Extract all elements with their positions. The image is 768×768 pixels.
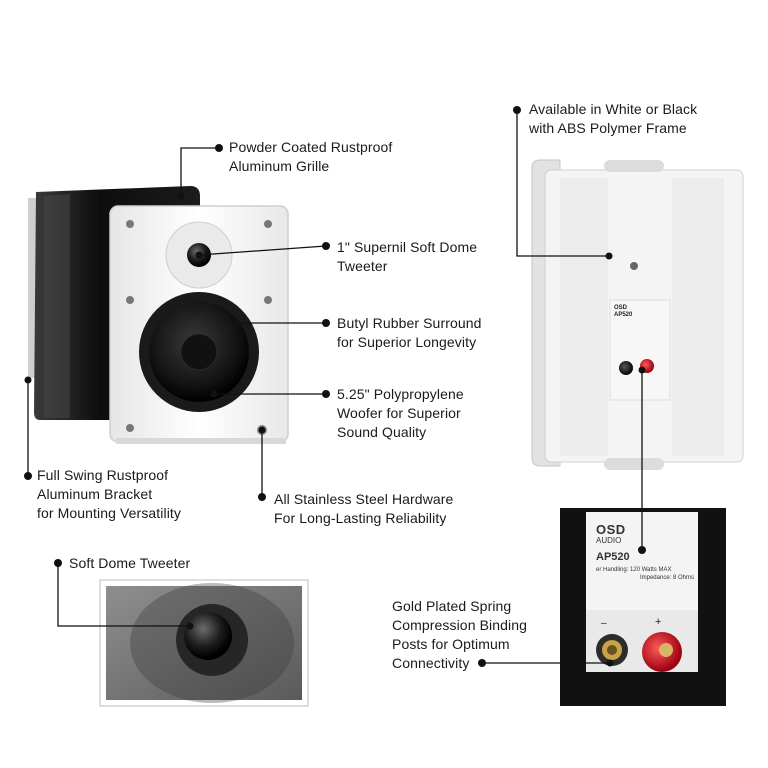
callout-hardware-line2: For Long-Lasting Reliability bbox=[274, 510, 447, 526]
leader-dots bbox=[24, 106, 646, 667]
callout-colors-line2: with ABS Polymer Frame bbox=[529, 120, 687, 136]
callout-bracket-line2: Aluminum Bracket bbox=[37, 486, 153, 502]
callout-soft-dome: Soft Dome Tweeter bbox=[69, 554, 190, 573]
rear-model: AP520 bbox=[614, 312, 633, 318]
closeup-label: OSD AUDIO AP520 er Handling: 120 Watts M… bbox=[596, 523, 694, 582]
callout-woofer: 5.25" Polypropylene Woofer for Superior … bbox=[337, 385, 464, 442]
closeup-spec-1: er Handling: 120 Watts MAX bbox=[596, 567, 672, 573]
callout-binding: Gold Plated Spring Compression Binding P… bbox=[392, 597, 527, 673]
callout-grille-line2: Aluminum Grille bbox=[229, 158, 330, 174]
black-speaker bbox=[28, 186, 200, 420]
callout-tweeter: 1" Supernil Soft Dome Tweeter bbox=[337, 238, 477, 276]
tweeter-closeup bbox=[99, 579, 309, 707]
rear-panel-label: OSD AP520 bbox=[614, 305, 666, 319]
callout-hardware: All Stainless Steel Hardware For Long-La… bbox=[274, 490, 453, 528]
white-speaker-front bbox=[109, 205, 289, 444]
plus-mark: + bbox=[655, 616, 662, 628]
callout-colors-line1: Available in White or Black bbox=[529, 101, 698, 117]
callout-binding-line2: Compression Binding bbox=[392, 617, 527, 633]
closeup-model: AP520 bbox=[596, 551, 630, 563]
callout-surround: Butyl Rubber Surround for Superior Longe… bbox=[337, 314, 482, 352]
callout-surround-line1: Butyl Rubber Surround bbox=[337, 315, 482, 331]
callout-colors: Available in White or Black with ABS Pol… bbox=[529, 100, 697, 138]
callout-grille-line1: Powder Coated Rustproof bbox=[229, 139, 393, 155]
callout-tweeter-line1: 1" Supernil Soft Dome bbox=[337, 239, 478, 255]
callout-tweeter-line2: Tweeter bbox=[337, 258, 388, 274]
callout-bracket-line1: Full Swing Rustproof bbox=[37, 467, 169, 483]
callout-woofer-line3: Sound Quality bbox=[337, 424, 427, 440]
closeup-brand: OSD bbox=[596, 522, 626, 537]
callout-bracket: Full Swing Rustproof Aluminum Bracket fo… bbox=[37, 466, 181, 523]
leader-lines bbox=[27, 110, 643, 664]
closeup-brand-sub: AUDIO bbox=[596, 536, 622, 545]
callout-woofer-line2: Woofer for Superior bbox=[337, 405, 461, 421]
closeup-spec-2: Impedance: 8 Ohms bbox=[639, 575, 694, 581]
callout-woofer-line1: 5.25" Polypropylene bbox=[337, 386, 464, 402]
minus-mark: – bbox=[601, 618, 607, 629]
callout-hardware-line1: All Stainless Steel Hardware bbox=[274, 491, 454, 507]
callout-bracket-line3: for Mounting Versatility bbox=[37, 505, 182, 521]
callout-grille: Powder Coated Rustproof Aluminum Grille bbox=[229, 138, 392, 176]
callout-surround-line2: for Superior Longevity bbox=[337, 334, 477, 350]
callout-binding-line4: Connectivity bbox=[392, 655, 470, 671]
callout-binding-line3: Posts for Optimum bbox=[392, 636, 510, 652]
callout-soft-dome-line1: Soft Dome Tweeter bbox=[69, 555, 191, 571]
rear-brand: OSD bbox=[614, 305, 628, 311]
callout-binding-line1: Gold Plated Spring bbox=[392, 598, 512, 614]
